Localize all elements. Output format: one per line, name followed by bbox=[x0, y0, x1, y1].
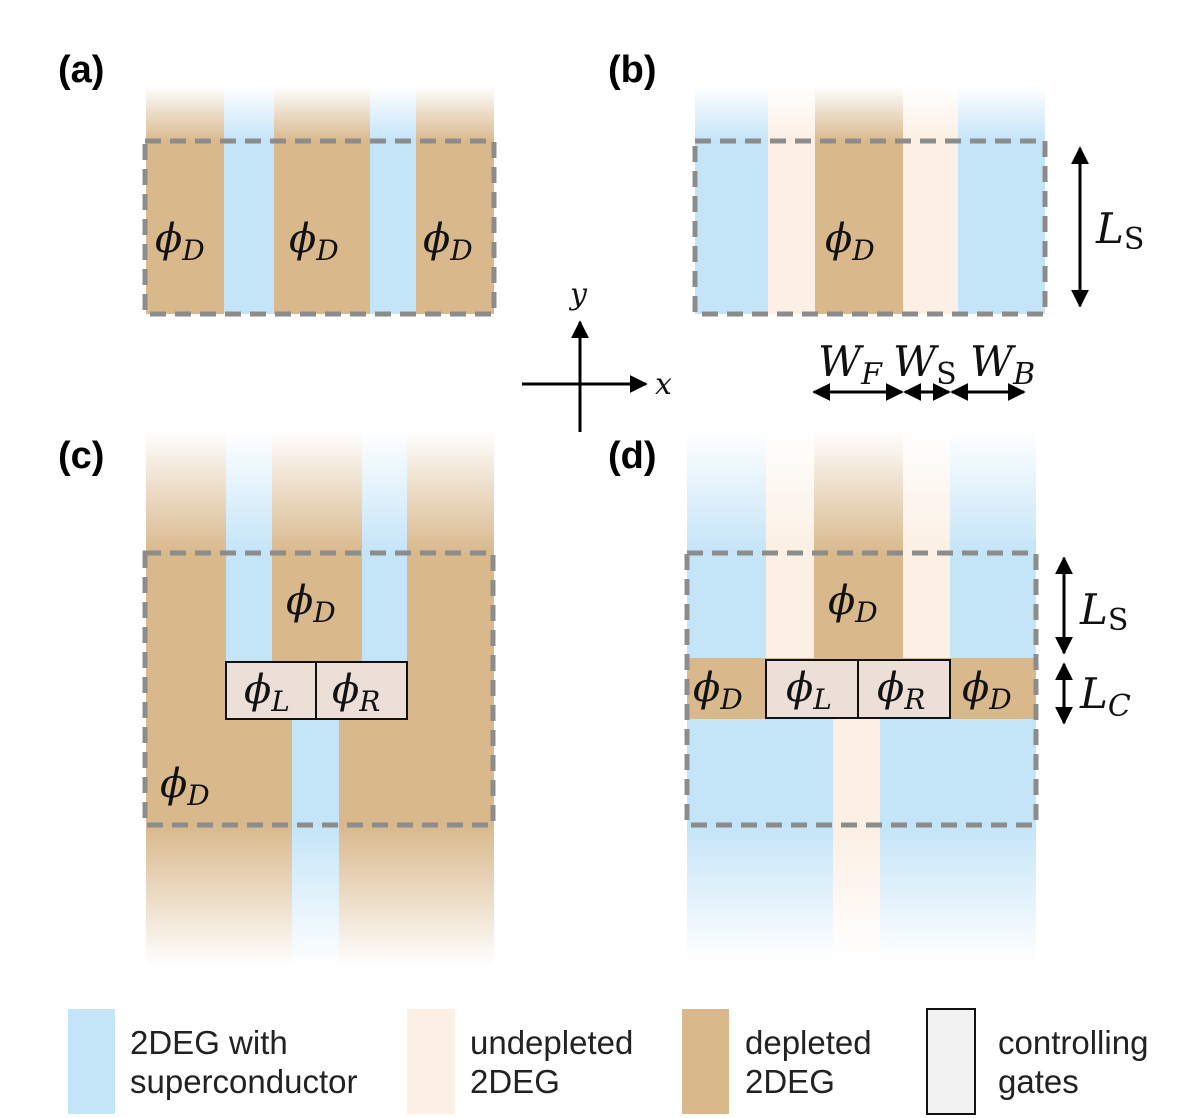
dashed-boundary bbox=[684, 550, 1039, 828]
y-axis-label: y bbox=[568, 277, 588, 312]
legend: 2DEG with superconductor undepleted 2DEG… bbox=[68, 1008, 1148, 1115]
panel-d-regions bbox=[682, 430, 1042, 961]
legend-text-line1: controlling bbox=[998, 1024, 1148, 1061]
legend-swatch bbox=[407, 1009, 455, 1114]
fade-top bbox=[690, 86, 1050, 142]
panel-d-label: (d) bbox=[608, 435, 657, 477]
fade-top bbox=[682, 430, 1042, 554]
panel-d: (d) ϕD ϕD ϕL ϕR ϕD LS LC bbox=[608, 430, 1131, 961]
phi-label: ϕD bbox=[693, 665, 743, 716]
x-axis-label: x bbox=[655, 367, 672, 402]
legend-swatch bbox=[682, 1009, 729, 1114]
phi-label: ϕR bbox=[332, 667, 380, 718]
panel-c-label: (c) bbox=[58, 435, 104, 477]
width-label-wf: WF bbox=[818, 337, 883, 392]
phi-label: ϕD bbox=[286, 578, 336, 629]
legend-item-depleted: depleted 2DEG bbox=[682, 1009, 872, 1114]
legend-item-superconductor: 2DEG with superconductor bbox=[68, 1009, 357, 1114]
panel-b-strips bbox=[690, 86, 1050, 314]
length-label-lc: LC bbox=[1079, 669, 1131, 724]
legend-item-gates: controlling gates bbox=[926, 1008, 1148, 1115]
dashed-boundary bbox=[692, 138, 1048, 317]
panel-b-label: (b) bbox=[608, 49, 657, 91]
legend-swatch bbox=[926, 1008, 976, 1115]
phi-label: ϕR bbox=[877, 665, 925, 716]
fade-bottom bbox=[140, 825, 500, 967]
gate-right bbox=[315, 661, 408, 720]
width-label-ws: WS bbox=[893, 337, 957, 392]
panel-a-strips bbox=[140, 86, 500, 314]
panel-c-regions bbox=[140, 430, 500, 967]
axes-indicator: y x bbox=[522, 277, 672, 432]
fade-top bbox=[140, 430, 500, 554]
phi-label: ϕD bbox=[160, 761, 210, 812]
length-label-ls: LS bbox=[1079, 585, 1128, 638]
legend-swatch bbox=[68, 1009, 115, 1114]
dashed-boundary bbox=[142, 550, 496, 828]
dashed-boundary bbox=[142, 138, 497, 317]
fade-top bbox=[140, 86, 500, 142]
fade-bottom bbox=[682, 825, 1042, 961]
legend-text-line1: 2DEG with bbox=[130, 1024, 288, 1061]
phi-label: ϕL bbox=[244, 667, 290, 718]
panel-b: (b) ϕD LS WF WS WB bbox=[608, 49, 1144, 401]
legend-text-line1: undepleted bbox=[470, 1024, 633, 1061]
legend-text-line2: superconductor bbox=[130, 1063, 357, 1100]
legend-item-undepleted: undepleted 2DEG bbox=[407, 1009, 633, 1114]
width-label-wb: WB bbox=[970, 337, 1035, 392]
panel-a: (a) ϕD ϕD ϕD bbox=[58, 49, 500, 317]
panel-c: (c) ϕD ϕL ϕR ϕD bbox=[58, 430, 500, 967]
gate-right bbox=[857, 659, 951, 719]
panel-a-label: (a) bbox=[58, 49, 104, 91]
legend-text-line2: 2DEG bbox=[470, 1063, 560, 1100]
phi-label: ϕD bbox=[289, 216, 339, 267]
legend-text-line2: 2DEG bbox=[745, 1063, 835, 1100]
length-label-ls: LS bbox=[1095, 204, 1144, 257]
legend-text-line1: depleted bbox=[745, 1024, 872, 1061]
legend-text-line2: gates bbox=[998, 1063, 1079, 1100]
